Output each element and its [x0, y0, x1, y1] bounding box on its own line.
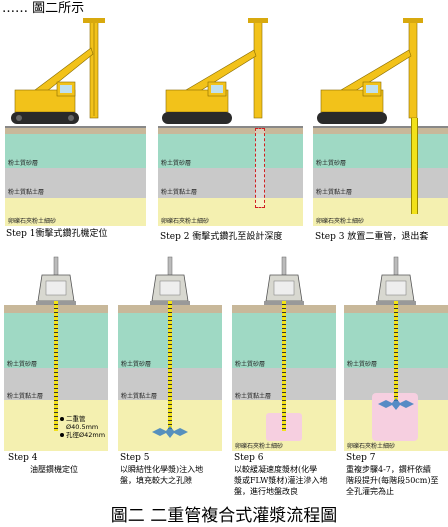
step-7-caption-line-3: 全孔灌完為止 [346, 487, 394, 496]
legend-dot [60, 433, 64, 437]
layer-label-clay-silt: 粉土質黏土層 [161, 189, 198, 196]
legend-dot [60, 417, 64, 421]
figure-caption: 圖二 二重管複合式灌漿流程圖 [110, 506, 338, 526]
step-4-caption: 油壓鑽機定位 [30, 465, 78, 474]
drilled-hole [255, 128, 265, 208]
step-6-caption-line-1: 以較緩凝速度漿材(化學 [234, 465, 318, 474]
double-pipe [168, 301, 172, 429]
step-4-panel: 粉土質砂層 粉土質黏土層 [4, 255, 108, 451]
drill-rig-illustration [5, 18, 146, 128]
step-3-caption: Step 3 放置二重管，退出套 [315, 232, 429, 242]
step-1-panel: 粉土質砂層 粉土質黏土層 卵礫石夾粉土細砂 [5, 18, 146, 226]
step-5-caption-line-2: 盤，填充較大之孔隙 [120, 476, 192, 485]
step-6-title: Step 6 [234, 453, 264, 463]
step-5-panel: 粉土質砂層 粉土質黏土層 [118, 255, 222, 451]
step-2-caption: Step 2 衝擊式鑽孔至設計深度 [160, 232, 283, 242]
layer-label-gravel: 卵礫石夾粉土細砂 [235, 443, 284, 450]
step-5-caption-line-1: 以瞬結性化學漿)注入地 [120, 465, 204, 474]
pipe-legend: 二重管 Ø40.5mm 孔徑Ø42mm [60, 415, 105, 439]
double-pipe [282, 301, 286, 431]
layer-label-sandy-silt: 粉土質砂層 [316, 160, 347, 167]
top-text-fragment: …… 圖二所示 [2, 1, 85, 16]
layer-label-sandy-silt: 粉土質砂層 [8, 160, 39, 167]
step-5-title: Step 5 [120, 453, 150, 463]
step-7-title: Step 7 [346, 453, 376, 463]
layer-label-sandy-silt: 粉土質砂層 [7, 361, 38, 368]
layer-label-sandy-silt: 粉土質砂層 [121, 361, 152, 368]
legend-pipe-dim: Ø40.5mm [66, 423, 99, 431]
layer-label-gravel: 卵礫石夾粉土細砂 [347, 443, 396, 450]
hydraulic-rig-illustration [264, 256, 304, 305]
layer-label-sandy-silt: 粉土質砂層 [347, 361, 378, 368]
layer-label-sandy-silt: 粉土質砂層 [235, 361, 266, 368]
drill-rig-illustration [158, 18, 303, 128]
double-pipe [411, 118, 418, 214]
step-4-title: Step 4 [8, 453, 38, 463]
legend-hole-dim: 孔徑Ø42mm [66, 431, 106, 439]
layer-label-clay-silt: 粉土質黏土層 [316, 189, 353, 196]
legend-pipe-label: 二重管 [66, 415, 86, 423]
layer-label-clay-silt: 粉土質黏土層 [7, 393, 44, 400]
step-1-caption: Step 1衝擊式鑽孔機定位 [6, 229, 108, 239]
double-pipe [394, 301, 398, 401]
step-6-panel: 粉土質砂層 粉土質黏土層 卵礫石夾粉土細砂 [232, 255, 336, 451]
step-7-caption-line-1: 重複步驟4-7，鑽杆依續 [346, 465, 431, 474]
layer-label-sandy-silt: 粉土質砂層 [161, 160, 192, 167]
layer-label-clay-silt: 粉土質黏土層 [235, 393, 272, 400]
layer-label-gravel: 卵礫石夾粉土細砂 [8, 218, 57, 225]
layer-label-gravel: 卵礫石夾粉土細砂 [161, 218, 210, 225]
step-3-panel: 粉土質砂層 粉土質黏土層 卵礫石夾粉土細砂 [313, 18, 448, 226]
step-6-caption-line-2: 漿或FLW漿材)灌注滲入地 [234, 476, 328, 485]
layer-label-clay-silt: 粉土質黏土層 [8, 189, 45, 196]
step-6-caption-line-3: 盤，進行地盤改良 [234, 487, 298, 496]
step-7-caption-line-2: 階段提升(每階段50cm)至 [346, 476, 439, 485]
layer-label-clay-silt: 粉土質黏土層 [121, 393, 158, 400]
step-2-panel: 粉土質砂層 粉土質黏土層 卵礫石夾粉土細砂 [158, 18, 303, 226]
drill-rig-illustration [313, 18, 448, 128]
grout-splash [378, 398, 414, 410]
grout-splash [152, 426, 188, 438]
step-7-panel: 粉土質砂層 卵礫石夾粉土細砂 [344, 255, 448, 451]
layer-label-gravel: 卵礫石夾粉土細砂 [316, 218, 365, 225]
double-pipe [54, 301, 58, 431]
